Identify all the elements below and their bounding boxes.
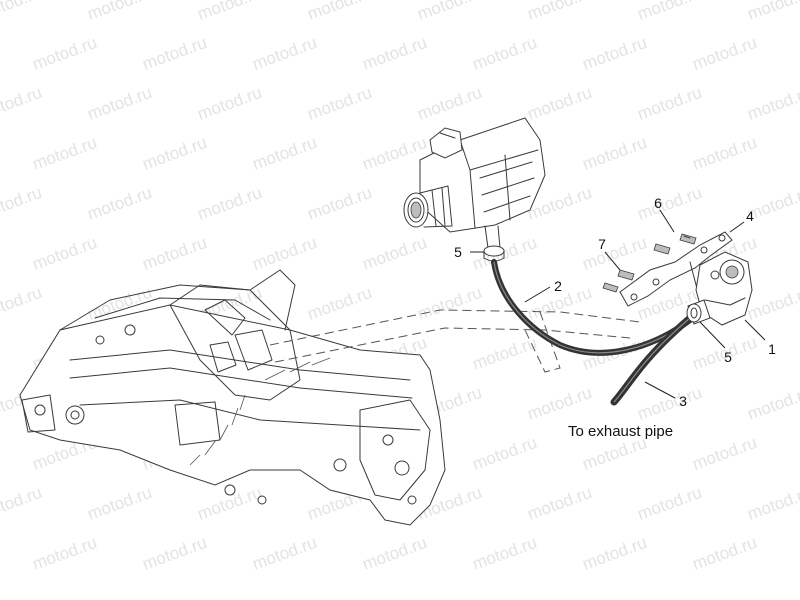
watermark-text: motod.ru <box>635 483 705 524</box>
watermark-text: motod.ru <box>635 83 705 124</box>
leader-lines <box>470 209 766 399</box>
watermark-text: motod.ru <box>415 83 485 124</box>
watermark-text: motod.ru <box>305 283 375 324</box>
watermark-text: motod.ru <box>30 233 100 274</box>
callout-2: 2 <box>554 278 562 294</box>
callout-6: 6 <box>654 195 662 211</box>
air-box <box>403 117 546 249</box>
watermark-text: motod.ru <box>305 0 375 24</box>
watermark-text: motod.ru <box>195 483 265 524</box>
watermark-text: motod.ru <box>415 283 485 324</box>
watermark-text: motod.ru <box>525 0 595 24</box>
watermark-text: motod.ru <box>470 33 540 74</box>
watermark-text: motod.ru <box>0 83 44 124</box>
watermark-text: motod.ru <box>745 483 800 524</box>
bracket <box>619 231 733 307</box>
watermark-text: motod.ru <box>85 483 155 524</box>
bolts-7 <box>602 269 635 293</box>
watermark-text: motod.ru <box>470 233 540 274</box>
watermark-text: motod.ru <box>470 333 540 374</box>
watermark-text: motod.ru <box>140 233 210 274</box>
callout-1: 1 <box>768 341 776 357</box>
watermark-text: motod.ru <box>580 133 650 174</box>
watermark-text: motod.ru <box>30 133 100 174</box>
clamp-bottom <box>686 303 702 323</box>
watermark-text: motod.ru <box>745 83 800 124</box>
caption-exhaust: To exhaust pipe <box>568 423 673 440</box>
watermark-text: motod.ru <box>30 33 100 74</box>
watermark-text: motod.ru <box>360 133 430 174</box>
watermark-text: motod.ru <box>580 33 650 74</box>
watermark-text: motod.ru <box>250 133 320 174</box>
watermark-text: motod.ru <box>635 183 705 224</box>
watermark-text: motod.ru <box>250 33 320 74</box>
callout-5-bottom: 5 <box>724 349 732 365</box>
watermark-text: motod.ru <box>690 433 760 474</box>
watermark-text: motod.ru <box>745 283 800 324</box>
watermark-text: motod.ru <box>470 533 540 574</box>
watermark-text: motod.ru <box>305 83 375 124</box>
watermark-text: motod.ru <box>85 183 155 224</box>
watermark-text: motod.ru <box>360 233 430 274</box>
callout-7: 7 <box>598 236 606 252</box>
watermark-text: motod.ru <box>250 233 320 274</box>
watermark-text: motod.ru <box>195 83 265 124</box>
watermark-text: motod.ru <box>580 233 650 274</box>
watermark-text: motod.ru <box>690 133 760 174</box>
watermark-text: motod.ru <box>0 483 44 524</box>
watermark-text: motod.ru <box>525 383 595 424</box>
watermark-text: motod.ru <box>690 533 760 574</box>
watermark-text: motod.ru <box>30 533 100 574</box>
watermark-text: motod.ru <box>470 433 540 474</box>
watermark-text: motod.ru <box>415 0 485 24</box>
watermark-text: motod.ru <box>85 0 155 24</box>
callout-3: 3 <box>679 393 687 409</box>
watermark-text: motod.ru <box>195 0 265 24</box>
vehicle-frame <box>19 269 446 526</box>
watermark-text: motod.ru <box>525 83 595 124</box>
watermark-text: motod.ru <box>580 533 650 574</box>
watermark-text: motod.ru <box>0 183 44 224</box>
watermark-text: motod.ru <box>305 183 375 224</box>
callout-4: 4 <box>746 208 754 224</box>
watermark-text: motod.ru <box>525 483 595 524</box>
watermark-text: motod.ru <box>360 33 430 74</box>
watermark-text: motod.ru <box>250 533 320 574</box>
hose-3 <box>610 314 694 406</box>
watermark-text: motod.ru <box>360 533 430 574</box>
hose-2 <box>491 259 693 356</box>
watermark-text: motod.ru <box>690 33 760 74</box>
watermark-text: motod.ru <box>140 33 210 74</box>
watermark-text: motod.ru <box>85 83 155 124</box>
watermark-text: motod.ru <box>635 383 705 424</box>
watermark-text: motod.ru <box>745 383 800 424</box>
callout-5-top: 5 <box>454 244 462 260</box>
watermark-text: motod.ru <box>0 0 44 24</box>
valve <box>687 251 753 326</box>
watermark-text: motod.ru <box>140 133 210 174</box>
watermark-text: motod.ru <box>745 0 800 24</box>
watermark-text: motod.ru <box>635 0 705 24</box>
watermark-text: motod.ru <box>195 183 265 224</box>
watermark-text: motod.ru <box>0 283 44 324</box>
watermark-text: motod.ru <box>140 533 210 574</box>
bolts-6 <box>653 233 697 255</box>
